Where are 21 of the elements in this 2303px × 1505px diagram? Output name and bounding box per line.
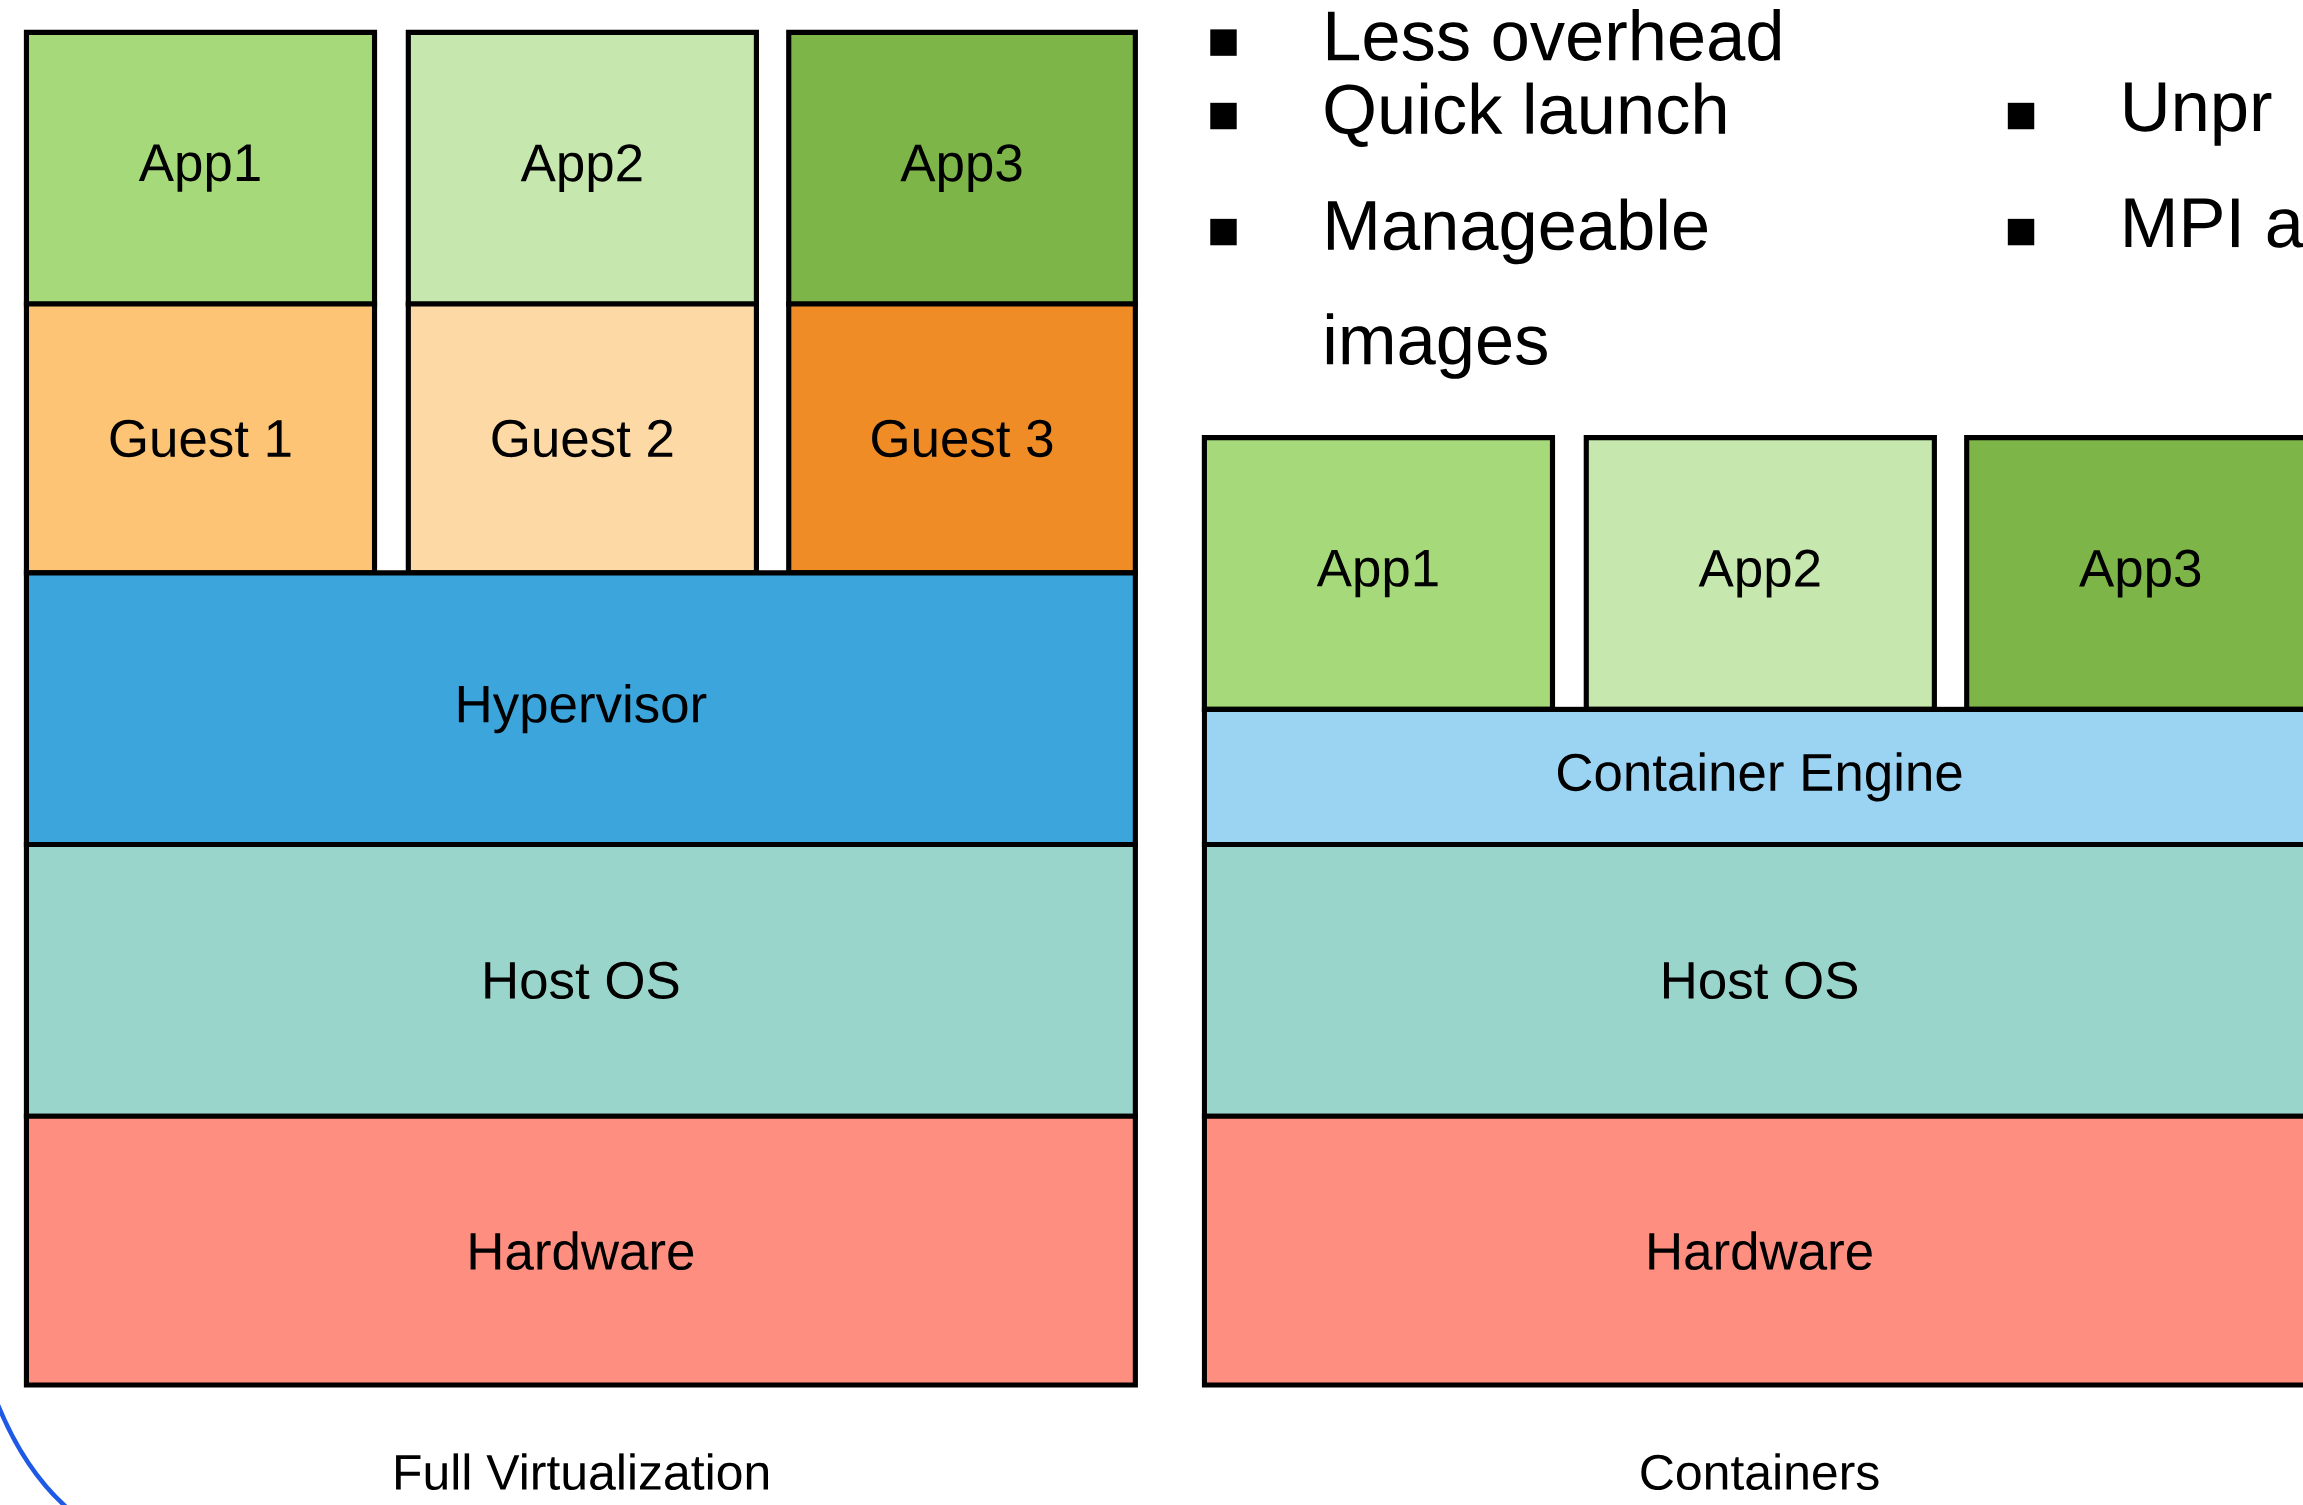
- bullet-point: Quick launch: [1210, 82, 1726, 147]
- container-engine-layer: Container Engine: [1201, 706, 2303, 847]
- guest-os-box: Guest 3: [786, 301, 1138, 576]
- app-box: App1: [23, 29, 378, 307]
- caption: Full Virtualization: [396, 1453, 768, 1490]
- app-box: App2: [405, 29, 759, 307]
- hypervisor-layer: Hypervisor: [23, 570, 1138, 847]
- bullet-point: MPI a: [2007, 198, 2303, 248]
- app-box: App3: [1964, 434, 2303, 712]
- bullet-point: Unpr: [2007, 82, 2272, 146]
- bullet-point: Manageable images: [1210, 198, 1707, 379]
- app-box: App2: [1583, 434, 1937, 712]
- app-box: App3: [786, 29, 1138, 307]
- guest-os-box: Guest 1: [23, 301, 378, 576]
- caption: Containers: [1641, 1453, 1879, 1490]
- host-os-layer: Host OS: [23, 841, 1138, 1119]
- hardware-layer: Hardware: [23, 1113, 1138, 1388]
- hardware-layer: Hardware: [1201, 1113, 2303, 1388]
- host-os-layer: Host OS: [1201, 841, 2303, 1119]
- bullet-point: Less overhead: [1210, 8, 1780, 61]
- app-box: App1: [1201, 434, 1556, 712]
